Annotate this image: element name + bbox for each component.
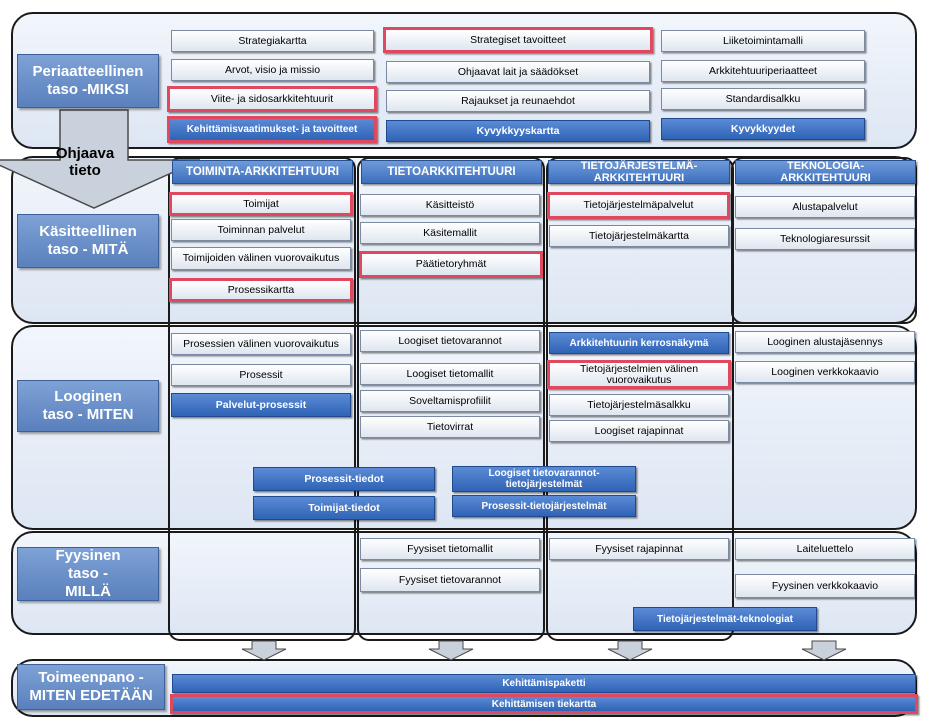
column-header-information: TIETOARKKITEHTUURI [361,160,542,184]
strategic-goals-box: Strategiset tavoitteet [383,27,653,53]
column-header-business: TOIMINTA-ARKKITEHTUURI [172,160,353,184]
development-roadmap-box: Kehittämisen tiekartta [170,694,918,714]
development-requirements-box: Kehittämisvaatimukset- ja tavoitteet [167,116,377,143]
guiding-arrow-label: Ohjaava tieto [55,145,115,179]
physical-data-stores-box: Fyysiset tietovarannot [360,568,540,592]
values-vision-mission-box: Arvot, visio ja missio [171,59,374,81]
system-interaction-box: Tietojärjestelmien välinen vuorovaikutus [547,360,731,389]
guiding-arrow-icon [0,109,201,209]
column-frame-1 [168,157,356,641]
reference-architectures-box: Viite- ja sidosarkkitehtuurit [167,86,377,112]
systems-technologies-box: Tietojärjestelmät-teknologiat [633,607,817,631]
physical-data-models-box: Fyysiset tietomallit [360,538,540,560]
application-profiles-box: Soveltamisprofiilit [360,390,540,412]
device-list-box: Laiteluettelo [735,538,915,560]
system-map-box: Tietojärjestelmäkartta [549,225,729,247]
services-processes-box: Palvelut-prosessit [171,393,351,417]
architecture-layer-view-box: Arkkitehtuurin kerrosnäkymä [549,332,729,354]
column-header-technology: TEKNOLOGIA-ARKKITEHTUURI [735,160,916,184]
logical-interfaces-box: Loogiset rajapinnat [549,420,729,442]
process-map-box: Prosessikartta [169,278,353,302]
data-flows-box: Tietovirrat [360,416,540,438]
business-services-box: Toiminnan palvelut [171,219,351,241]
level-label-implementation: Toimeenpano -MITEN EDETÄÄN [17,664,165,710]
processes-systems-box: Prosessit-tietojärjestelmät [452,495,636,517]
level-label-with-what: Fyysinen taso - MILLÄ [17,547,159,601]
actors-box: Toimijat [169,192,353,216]
business-model-box: Liiketoimintamalli [661,30,865,52]
platform-services-box: Alustapalvelut [735,196,915,218]
strategy-map-box: Strategiakartta [171,30,374,52]
technology-resources-box: Teknologiaresurssit [735,228,915,250]
system-services-box: Tietojärjestelmäpalvelut [547,192,730,219]
down-arrow-icon-4 [801,640,847,661]
level-label-how: Looginen taso - MITEN [17,380,159,432]
processes-data-box: Prosessit-tiedot [253,467,435,491]
concepts-box: Käsitteistö [360,194,540,216]
down-arrow-icon-3 [607,640,653,661]
constraints-box: Rajaukset ja reunaehdot [386,90,650,112]
actor-interaction-box: Toimijoiden välinen vuorovaikutus [171,247,351,270]
main-data-groups-box: Päätietoryhmät [359,251,543,278]
logical-stores-systems-box: Loogiset tietovarannot-tietojärjestelmät [452,466,636,492]
column-frame-4 [731,157,917,324]
logical-data-stores-box: Loogiset tietovarannot [360,330,540,352]
process-interaction-box: Prosessien välinen vuorovaikutus [171,333,351,355]
actors-data-box: Toimijat-tiedot [253,496,435,520]
column-frame-2 [357,157,545,641]
capabilities-box: Kyvykkyydet [661,118,865,140]
logical-data-models-box: Loogiset tietomallit [360,363,540,385]
development-package-box: Kehittämispaketti [172,674,916,693]
physical-interfaces-box: Fyysiset rajapinnat [549,538,729,560]
column-header-systems: TIETOJÄRJESTELMÄ-ARKKITEHTUURI [548,160,730,184]
architecture-principles-box: Arkkitehtuuriperiaatteet [661,60,865,82]
column-frame-3 [546,157,734,641]
down-arrow-icon-2 [428,640,474,661]
standards-portfolio-box: Standardisalkku [661,88,865,110]
down-arrow-icon-1 [241,640,287,661]
level-label-why: Periaatteellinen taso -MIKSI [17,54,159,108]
capability-map-box: Kyvykkyyskartta [386,120,650,142]
concept-models-box: Käsitemallit [360,222,540,244]
system-portfolio-box: Tietojärjestelmäsalkku [549,394,729,416]
processes-box: Prosessit [171,364,351,386]
logical-platform-box: Looginen alustajäsennys [735,331,915,353]
physical-network-diagram-box: Fyysinen verkkokaavio [735,574,915,598]
level-label-what: Käsitteellinen taso - MITÄ [17,214,159,268]
logical-network-diagram-box: Looginen verkkokaavio [735,361,915,383]
guiding-laws-box: Ohjaavat lait ja säädökset [386,61,650,83]
